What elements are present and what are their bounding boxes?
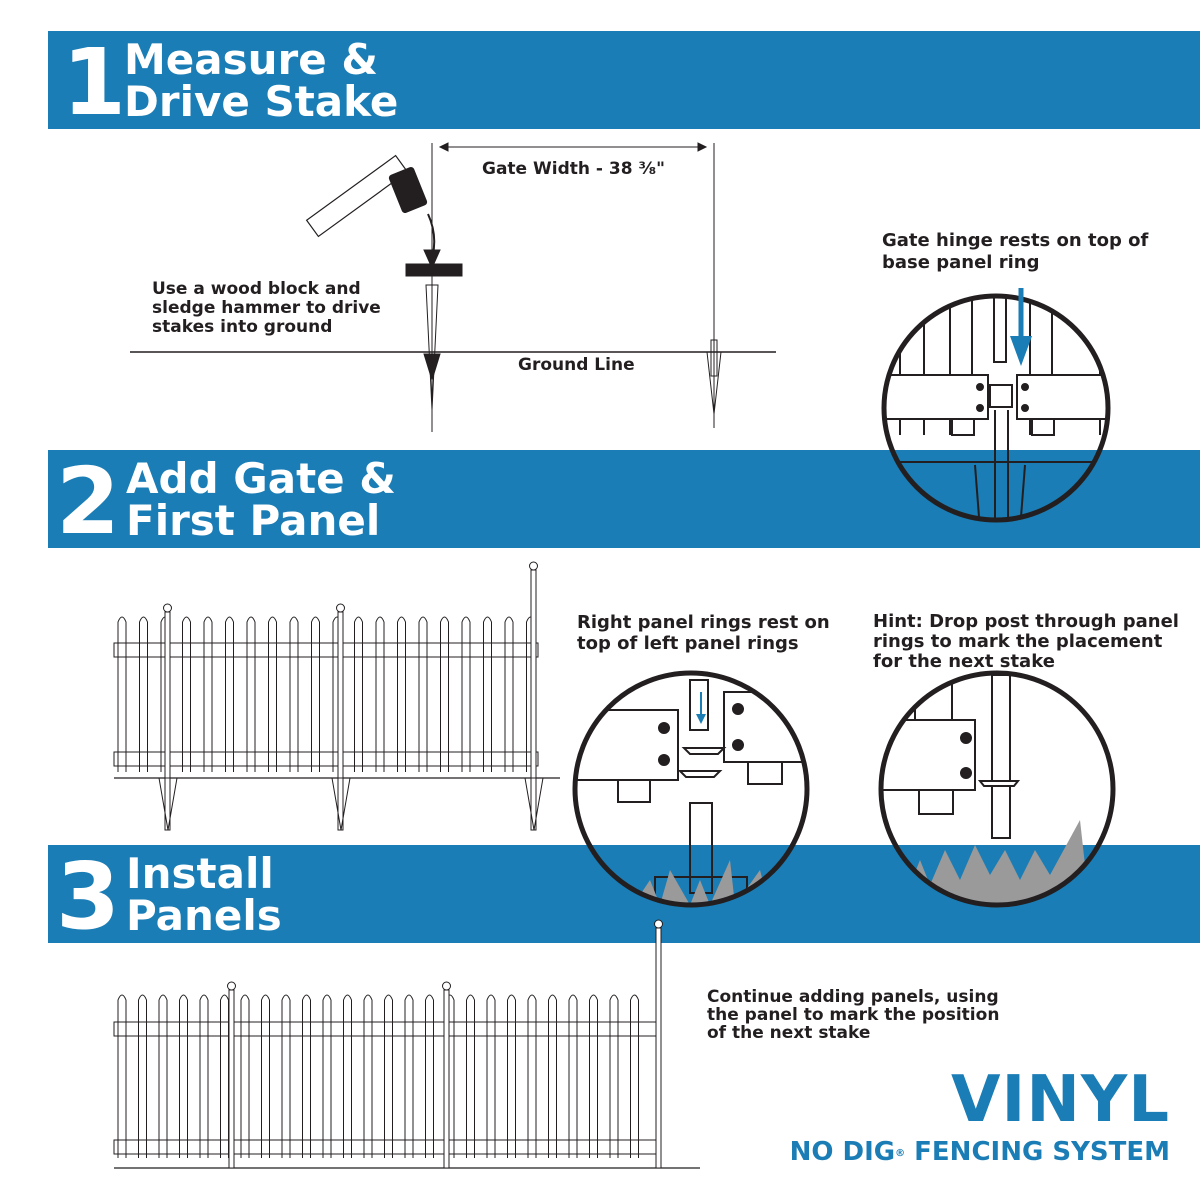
continue-instruction: Continue adding panels, using the panel … <box>707 987 1000 1043</box>
step-number: 3 <box>56 843 121 950</box>
step-title-line: Measure & <box>124 35 378 84</box>
step-title-line: Add Gate & <box>126 454 396 503</box>
hint-callout: Hint: Drop post through panel rings to m… <box>873 611 1179 672</box>
stake-instruction: Use a wood block and sledge hammer to dr… <box>152 279 381 337</box>
step-1-header: 1 Measure & Drive Stake <box>48 31 1200 129</box>
gate-hinge-callout: Gate hinge rests on top of base panel ri… <box>882 230 1149 273</box>
registered-mark: ® <box>895 1148 906 1159</box>
step-title-line: Install <box>126 849 274 898</box>
brand-subtitle-suffix: FENCING SYSTEM <box>905 1137 1170 1167</box>
sledge-hammer-icon <box>305 154 428 238</box>
brand-subtitle-prefix: NO DIG <box>789 1137 896 1167</box>
step-title: Add Gate & First Panel <box>126 458 396 542</box>
fence-gate-panel <box>113 642 560 779</box>
gate-width-label: Gate Width - 38 ³⁄₈" <box>482 159 666 179</box>
step-title-line: Drive Stake <box>124 77 399 126</box>
step-number: 2 <box>56 448 121 555</box>
step-number: 1 <box>62 29 127 136</box>
step-title: Measure & Drive Stake <box>124 39 398 123</box>
panel-rings-callout: Right panel rings rest on top of left pa… <box>577 612 830 654</box>
step-title-line: Panels <box>126 891 282 940</box>
wood-block <box>405 263 463 277</box>
step-title-line: First Panel <box>126 496 381 545</box>
stake-diagram <box>130 142 776 432</box>
step-2-header: 2 Add Gate & First Panel <box>48 450 1200 548</box>
brand-subtitle: NO DIG® FENCING SYSTEM <box>790 1138 1170 1166</box>
brand-title: VINYL <box>950 1063 1170 1137</box>
ground-line-label: Ground Line <box>518 355 635 375</box>
step-title: Install Panels <box>126 853 282 937</box>
